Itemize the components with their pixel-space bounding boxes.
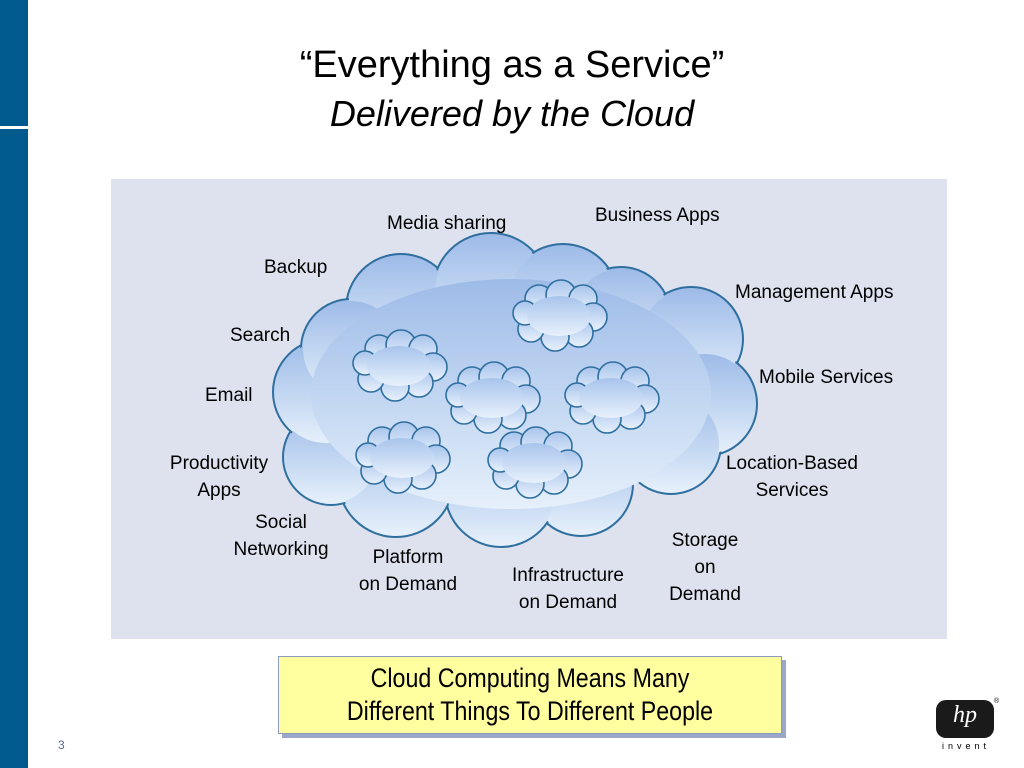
hp-badge [936, 700, 994, 738]
label-platform-on-demand: Platform on Demand [358, 547, 458, 595]
label-media-sharing: Media sharing [387, 213, 507, 234]
label-infrastructure-on-demand: Infrastructure on Demand [512, 565, 624, 613]
page-number: 3 [58, 738, 65, 752]
diagram-panel: Media sharing Business Apps Backup Manag… [111, 179, 947, 639]
label-backup: Backup [264, 257, 328, 278]
registered-mark: ® [994, 698, 1000, 705]
cloud-illustration [272, 232, 758, 548]
hp-logo: hp ® invent [934, 698, 1000, 756]
label-productivity-apps: Productivity Apps [169, 453, 269, 501]
label-email: Email [205, 385, 253, 406]
label-mobile-services: Mobile Services [759, 367, 894, 388]
accent-bar-notch [0, 126, 28, 129]
small-clouds [352, 279, 660, 499]
callout-line-2: Different Things To Different People [346, 696, 714, 726]
label-storage-on-demand: Storage on Demand [669, 530, 741, 605]
label-management-apps: Management Apps [735, 282, 894, 303]
slide-subtitle: Delivered by the Cloud [329, 93, 695, 134]
left-accent-bar [0, 0, 28, 768]
label-business-apps: Business Apps [595, 205, 720, 226]
callout-box: Cloud Computing Means Many Different Thi… [278, 656, 782, 734]
label-location-based-services: Location-Based Services [725, 453, 859, 501]
hp-logo-mark: hp [953, 702, 977, 728]
callout-line-1: Cloud Computing Means Many [370, 663, 690, 693]
slide-title: “Everything as a Service” [299, 44, 725, 86]
label-search: Search [230, 325, 291, 346]
label-social-networking: Social Networking [233, 512, 329, 560]
logo-tagline: invent [941, 741, 991, 751]
